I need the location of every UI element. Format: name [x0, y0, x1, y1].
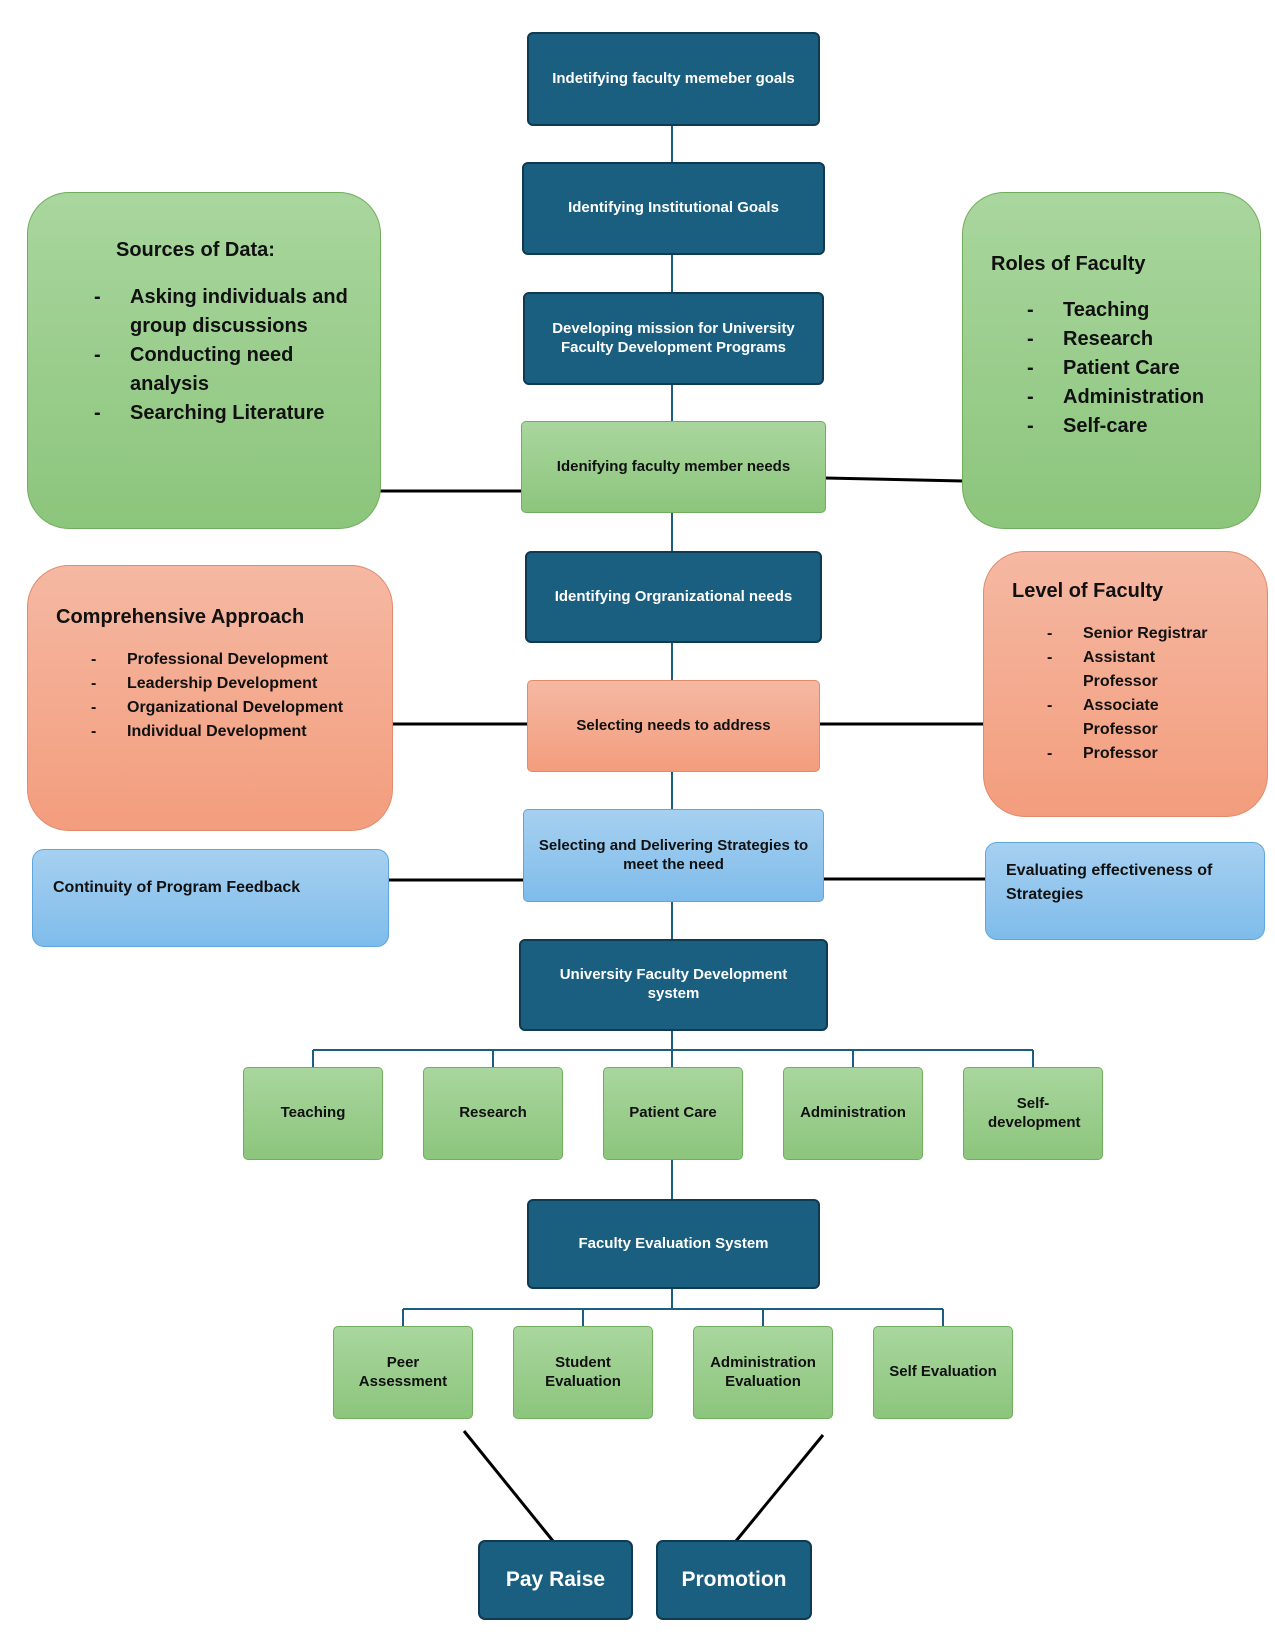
- strategies-label: Selecting and Delivering Strategies to m…: [538, 836, 809, 873]
- list-item: Searching Literature: [94, 399, 370, 428]
- sources-of-data-panel: Sources of Data: Asking individuals and …: [27, 192, 381, 529]
- evaluation-system-node: Faculty Evaluation System: [527, 1199, 820, 1289]
- area-patient-care: Patient Care: [603, 1067, 743, 1160]
- comprehensive-approach-panel: Comprehensive Approach Professional Deve…: [27, 565, 393, 831]
- member-needs-label: Idenifying faculty member needs: [556, 457, 791, 475]
- institutional-goals-node: Identifying Institutional Goals: [522, 162, 825, 255]
- faculty-goals-node: Indetifying faculty memeber goals: [527, 32, 820, 126]
- list-item: Research: [1027, 325, 1204, 354]
- promotion-label: Promotion: [681, 1567, 787, 1591]
- list-item: Conducting need analysis: [94, 341, 370, 399]
- pay-raise-node: Pay Raise: [478, 1540, 633, 1620]
- selecting-needs-node: Selecting needs to address: [527, 680, 820, 772]
- promotion-node: Promotion: [656, 1540, 812, 1620]
- faculty-goals-label: Indetifying faculty memeber goals: [552, 69, 795, 87]
- selecting-needs-label: Selecting needs to address: [576, 716, 771, 734]
- list-item: Assistant Professor: [1047, 646, 1233, 694]
- roles-of-faculty-title: Roles of Faculty: [991, 253, 1146, 275]
- development-system-label: University Faculty Development system: [559, 966, 788, 1002]
- organizational-needs-node: Identifying Orgranizational needs: [525, 551, 822, 643]
- level-of-faculty-list: Senior Registrar Assistant Professor Ass…: [1047, 622, 1233, 766]
- eval-self: Self Evaluation: [873, 1326, 1013, 1419]
- list-item: Professional Development: [91, 648, 367, 672]
- mission-node: Developing mission for University Facult…: [523, 292, 824, 385]
- area-research: Research: [423, 1067, 563, 1160]
- area-teaching-label: Teaching: [280, 1104, 346, 1122]
- area-self-development-label: Self-development: [988, 1094, 1081, 1131]
- eval-administration: Administration Evaluation: [693, 1326, 833, 1419]
- list-item: Senior Registrar: [1047, 622, 1233, 646]
- list-item: Self-care: [1027, 412, 1204, 441]
- area-administration-label: Administration: [800, 1104, 906, 1122]
- comprehensive-approach-title: Comprehensive Approach: [56, 606, 305, 628]
- eval-self-label: Self Evaluation: [889, 1363, 997, 1381]
- level-of-faculty-title: Level of Faculty: [1012, 580, 1164, 602]
- member-needs-node: Idenifying faculty member needs: [521, 421, 826, 513]
- institutional-goals-label: Identifying Institutional Goals: [568, 199, 779, 217]
- mission-label: Developing mission for University Facult…: [552, 319, 795, 356]
- eval-peer: Peer Assessment: [333, 1326, 473, 1419]
- sources-of-data-list: Asking individuals and group discussions…: [94, 283, 370, 428]
- roles-of-faculty-list: Teaching Research Patient Care Administr…: [1027, 296, 1204, 441]
- pay-raise-connector: [462, 1430, 555, 1542]
- evaluating-effectiveness-label: Evaluating effectiveness of Strategies: [1006, 862, 1213, 903]
- eval-student-label: Student Evaluation: [545, 1353, 621, 1390]
- promotion-connector: [734, 1434, 825, 1542]
- area-teaching: Teaching: [243, 1067, 383, 1160]
- list-item: Administration: [1027, 383, 1204, 412]
- comprehensive-approach-list: Professional Development Leadership Deve…: [91, 648, 367, 744]
- area-patient-care-label: Patient Care: [629, 1104, 717, 1122]
- list-item: Teaching: [1027, 296, 1204, 325]
- sources-of-data-title: Sources of Data:: [116, 239, 275, 261]
- list-item: Professor: [1047, 742, 1233, 766]
- program-feedback-box: Continuity of Program Feedback: [32, 849, 389, 947]
- list-item: Organizational Development: [91, 696, 367, 720]
- eval-administration-label: Administration Evaluation: [710, 1353, 816, 1390]
- program-feedback-label: Continuity of Program Feedback: [53, 879, 301, 896]
- list-item: Associate Professor: [1047, 694, 1233, 742]
- pay-raise-label: Pay Raise: [505, 1567, 606, 1591]
- list-item: Asking individuals and group discussions: [94, 283, 370, 341]
- organizational-needs-label: Identifying Orgranizational needs: [554, 587, 793, 605]
- evaluation-system-label: Faculty Evaluation System: [578, 1234, 769, 1252]
- development-system-node: University Faculty Development system: [519, 939, 828, 1031]
- roles-of-faculty-panel: Roles of Faculty Teaching Research Patie…: [962, 192, 1261, 529]
- level-of-faculty-panel: Level of Faculty Senior Registrar Assist…: [983, 551, 1268, 817]
- list-item: Individual Development: [91, 720, 367, 744]
- list-item: Patient Care: [1027, 354, 1204, 383]
- area-research-label: Research: [459, 1104, 527, 1122]
- area-self-development: Self-development: [963, 1067, 1103, 1160]
- evaluating-effectiveness-box: Evaluating effectiveness of Strategies: [985, 842, 1265, 940]
- strategies-node: Selecting and Delivering Strategies to m…: [523, 809, 824, 902]
- area-administration: Administration: [783, 1067, 923, 1160]
- roles-connector: [824, 476, 964, 483]
- list-item: Leadership Development: [91, 672, 367, 696]
- eval-student: Student Evaluation: [513, 1326, 653, 1419]
- eval-peer-label: Peer Assessment: [358, 1353, 448, 1390]
